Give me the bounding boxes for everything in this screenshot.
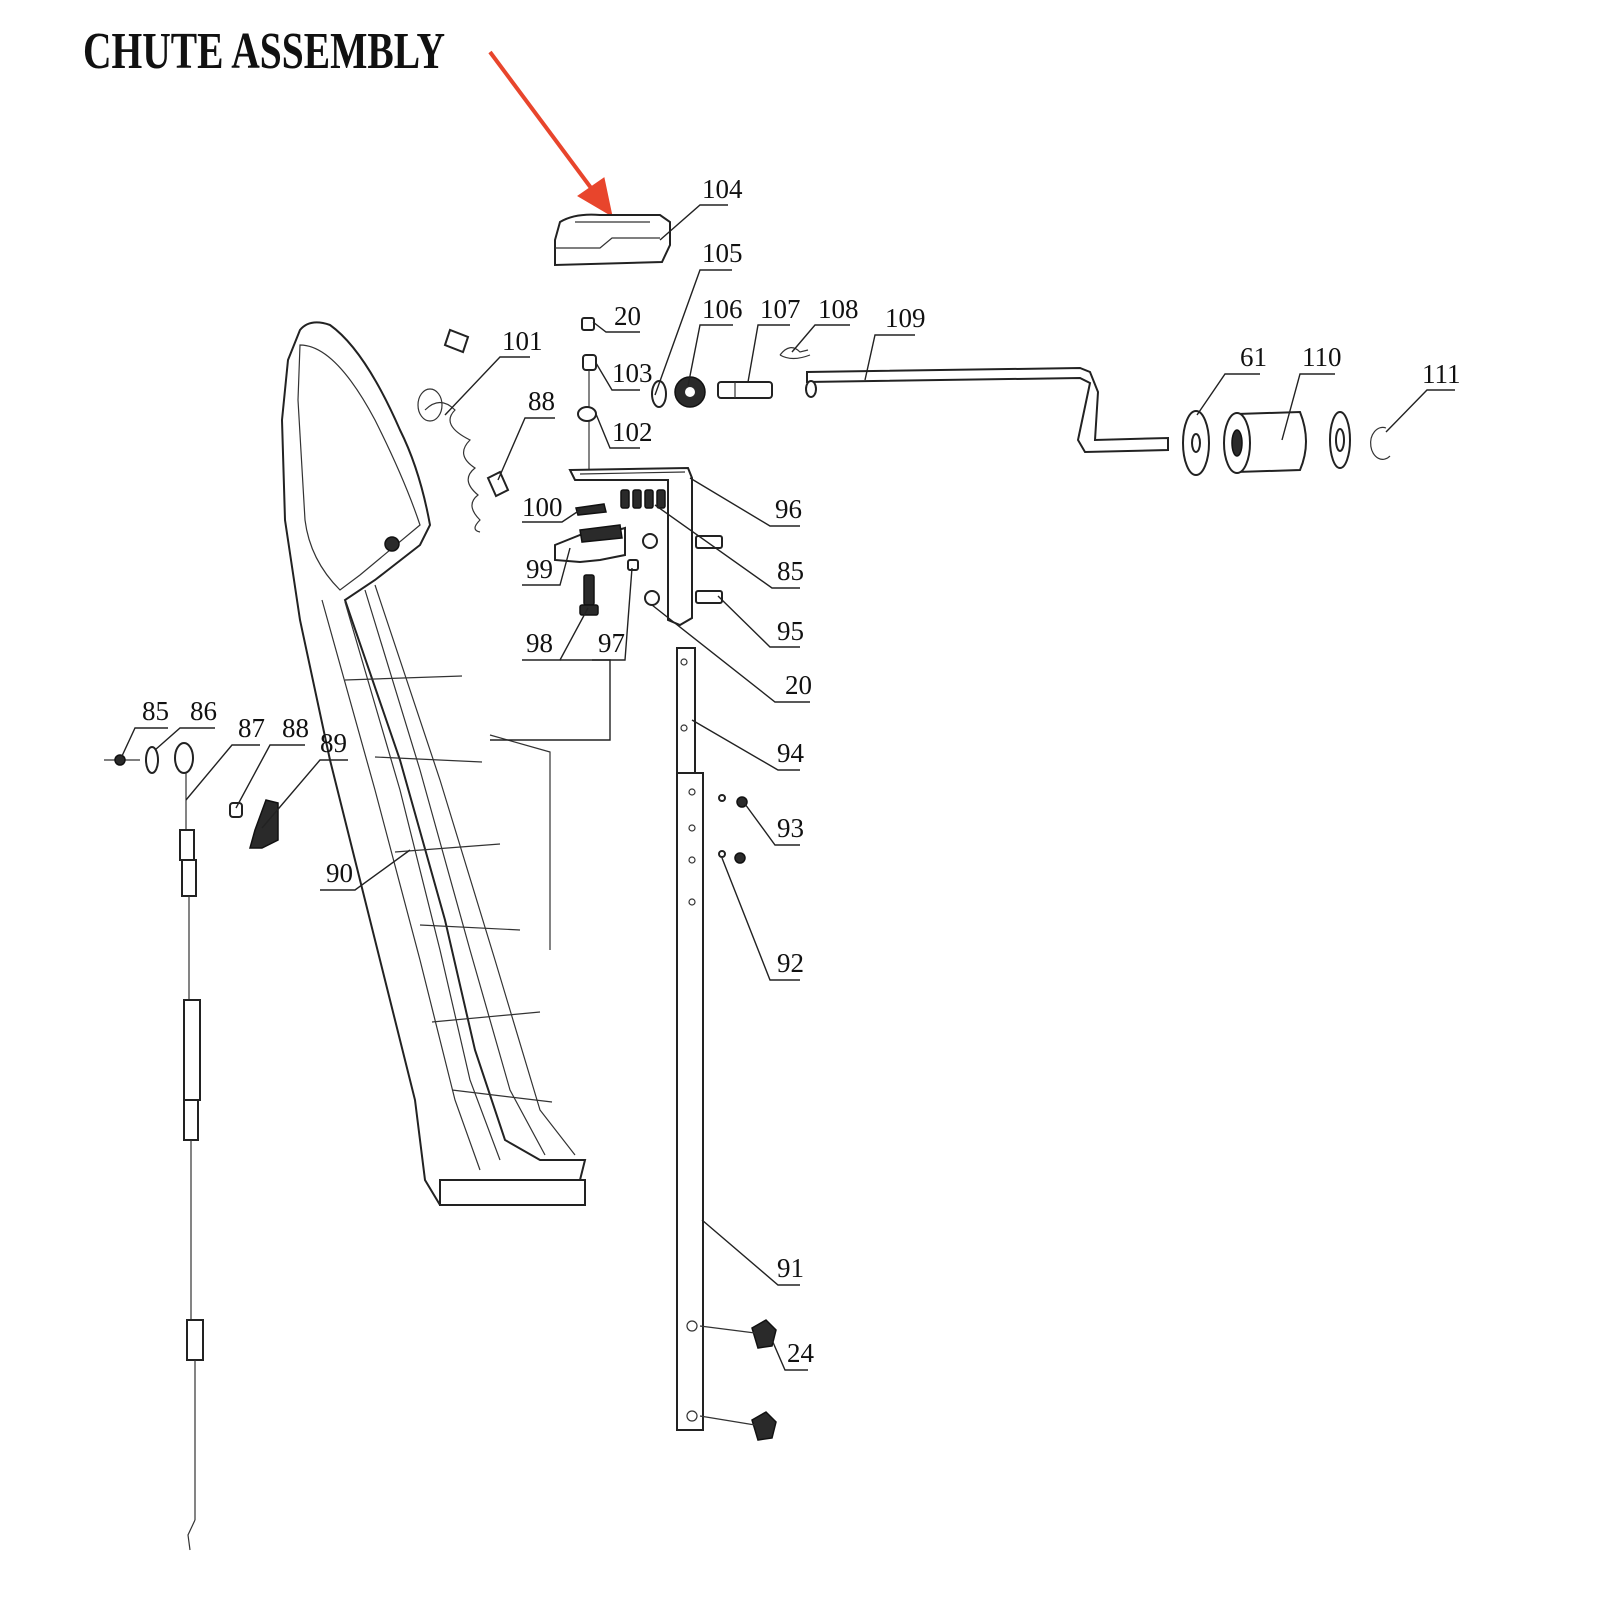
callout-87: 87 <box>238 713 265 743</box>
callout-93: 93 <box>777 813 804 843</box>
callout-91: 91 <box>777 1253 804 1283</box>
callout-111: 111 <box>1422 359 1461 389</box>
callout-88-lower: 88 <box>282 713 309 743</box>
callout-90: 90 <box>326 858 353 888</box>
callout-108: 108 <box>818 294 859 324</box>
callout-20-right: 20 <box>785 670 812 700</box>
part-94-upper-rod <box>676 647 696 774</box>
part-90-chute <box>280 321 587 1207</box>
part-spacer-washer <box>1329 411 1351 469</box>
part-98-screw <box>579 574 599 616</box>
part-85-bolts <box>620 489 666 509</box>
part-95-bolts <box>695 535 723 604</box>
part-85-screw-left <box>104 754 140 766</box>
part-20-nuts <box>642 533 660 606</box>
part-87-cable <box>174 742 204 1551</box>
callout-95: 95 <box>777 616 804 646</box>
part-108-hairpin-clip <box>779 347 811 360</box>
callout-97: 97 <box>598 628 625 658</box>
callout-86: 86 <box>190 696 217 726</box>
part-106-gear <box>674 376 706 408</box>
part-107-pin <box>717 381 773 399</box>
part-111-e-clip <box>1370 426 1391 460</box>
part-93-nuts <box>734 796 748 864</box>
callout-109: 109 <box>885 303 926 333</box>
callout-102: 102 <box>612 417 653 447</box>
callout-labels: 104 105 20 106 107 108 109 101 103 88 10… <box>142 174 1461 1368</box>
part-89-bracket <box>249 799 279 849</box>
callout-61: 61 <box>1240 342 1267 372</box>
callout-98: 98 <box>526 628 553 658</box>
callout-100: 100 <box>522 492 563 522</box>
callout-107: 107 <box>760 294 801 324</box>
callout-101: 101 <box>502 326 543 356</box>
callout-104: 104 <box>702 174 743 204</box>
callout-105: 105 <box>702 238 743 268</box>
leader-lines <box>121 204 1455 1371</box>
callout-24: 24 <box>787 1338 815 1368</box>
callout-85-left: 85 <box>142 696 169 726</box>
part-96-bracket <box>568 466 693 627</box>
part-88-pin-upper <box>486 470 510 498</box>
part-88-pin-lower <box>229 802 243 818</box>
part-100-plate <box>575 503 607 516</box>
callout-92: 92 <box>777 948 804 978</box>
part-91-lower-rod <box>676 772 704 1431</box>
part-110-sleeve <box>1223 410 1307 474</box>
part-105-retaining-ring <box>651 380 667 408</box>
callout-94: 94 <box>777 738 805 768</box>
diagram-title: CHUTE ASSEMBLY <box>83 23 445 80</box>
highlight-arrow-icon <box>488 50 613 218</box>
part-99-latch <box>554 524 626 564</box>
part-109-crank-rod <box>805 366 1169 454</box>
callout-99: 99 <box>526 554 553 584</box>
part-61-washer <box>1182 410 1210 476</box>
part-92-washers <box>718 794 726 858</box>
callout-20-top: 20 <box>614 301 641 331</box>
part-104-chute-deflector-cap <box>554 213 671 267</box>
callout-85-right: 85 <box>777 556 804 586</box>
part-103-bolt <box>582 354 597 475</box>
callout-110: 110 <box>1302 342 1342 372</box>
part-24-flange-nuts <box>699 1319 777 1441</box>
callout-96: 96 <box>775 494 802 524</box>
callout-103: 103 <box>612 358 653 388</box>
callout-106: 106 <box>702 294 743 324</box>
part-101-spring <box>417 328 481 533</box>
part-86-washer <box>145 746 159 774</box>
callout-88-upper: 88 <box>528 386 555 416</box>
part-102-washer <box>577 406 597 422</box>
part-97-nut <box>627 559 639 571</box>
callout-89: 89 <box>320 728 347 758</box>
part-20-nut-top <box>581 317 595 331</box>
